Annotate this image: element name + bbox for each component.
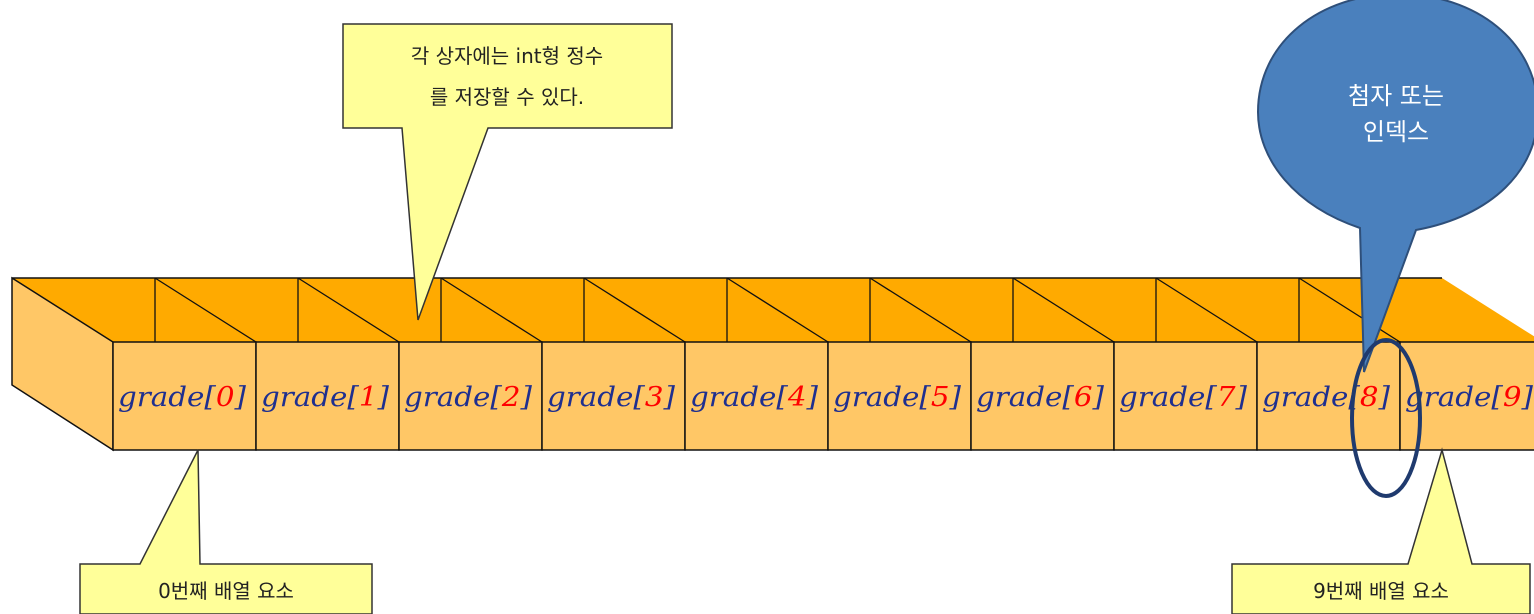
cell-label-open-bracket: [ — [204, 382, 216, 413]
cell-label-open-bracket: [ — [919, 382, 931, 413]
array-cell-label-2: grade[2] — [404, 382, 532, 413]
box-divider-diagonal — [726, 277, 829, 343]
array-cell-6 — [970, 341, 1115, 451]
box-back-strip — [12, 278, 1534, 342]
cell-label-name: grade — [547, 382, 633, 413]
callout-top-shape — [342, 23, 673, 321]
cell-label-close-bracket: ] — [1520, 382, 1533, 413]
array-cell-label-4: grade[4] — [690, 382, 818, 413]
cell-label-name: grade — [690, 382, 776, 413]
callout-bottom-right-shape — [1231, 447, 1531, 614]
index-highlight-ellipse — [1350, 338, 1422, 498]
box-divider-diagonal — [440, 277, 543, 343]
array-cell-3 — [541, 341, 686, 451]
callout-bottom-left: 0번째 배열 요소 — [79, 449, 373, 614]
index-bubble-shape — [1256, 0, 1534, 373]
array-cell-label-7: grade[7] — [1119, 382, 1247, 413]
cell-label-index: 0 — [216, 382, 235, 413]
callout-top: 각 상자에는 int형 정수 를 저장할 수 있다. — [342, 23, 673, 321]
cell-label-index: 5 — [931, 382, 950, 413]
array-cell-label-8: grade[8] — [1262, 382, 1390, 413]
cell-label-index: 6 — [1074, 382, 1093, 413]
cell-label-index: 4 — [787, 382, 807, 413]
index-bubble-line2: 인덱스 — [1363, 118, 1429, 146]
cell-label-open-bracket: [ — [490, 382, 502, 413]
array-cell-label-0: grade[0] — [118, 382, 246, 413]
box-divider-diagonal — [297, 277, 400, 343]
cell-label-close-bracket: ] — [1091, 382, 1104, 413]
index-bubble-line1: 첨자 또는 — [1348, 82, 1444, 110]
array-cell-7 — [1113, 341, 1258, 451]
cell-label-close-bracket: ] — [233, 382, 246, 413]
cell-label-index: 8 — [1360, 382, 1379, 413]
cell-label-open-bracket: [ — [1062, 382, 1074, 413]
cell-label-index: 7 — [1217, 382, 1237, 413]
callout-top-line1: 각 상자에는 int형 정수 — [411, 44, 603, 68]
cell-label-open-bracket: [ — [1491, 382, 1503, 413]
cell-label-name: grade — [833, 382, 919, 413]
cell-label-open-bracket: [ — [776, 382, 788, 413]
cell-label-index: 9 — [1503, 382, 1522, 413]
box-divider-diagonal — [1298, 277, 1401, 343]
cell-label-close-bracket: ] — [1377, 382, 1390, 413]
box-divider-diagonal — [869, 277, 972, 343]
callout-bottom-left-shape — [79, 449, 373, 614]
array-cell-2 — [398, 341, 543, 451]
cell-label-open-bracket: [ — [1205, 382, 1217, 413]
box-divider-diagonal — [1155, 277, 1258, 343]
array-cell-9 — [1399, 341, 1534, 451]
callout-bottom-left-text: 0번째 배열 요소 — [158, 579, 294, 603]
array-cell-label-9: grade[9] — [1405, 382, 1533, 413]
cell-label-close-bracket: ] — [948, 382, 961, 413]
cell-label-close-bracket: ] — [805, 382, 818, 413]
cell-label-name: grade — [261, 382, 347, 413]
array-boxes: grade[0]grade[1]grade[2]grade[3]grade[4]… — [11, 276, 1534, 452]
array-cell-label-6: grade[6] — [976, 382, 1104, 413]
box-divider-diagonal — [1012, 277, 1115, 343]
cell-label-name: grade — [976, 382, 1062, 413]
cell-label-name: grade — [118, 382, 204, 413]
cell-label-close-bracket: ] — [1234, 382, 1247, 413]
cell-label-name: grade — [1262, 382, 1348, 413]
box-divider-diagonal — [154, 277, 257, 343]
cell-label-index: 1 — [359, 382, 378, 413]
array-cell-5 — [827, 341, 972, 451]
cell-label-open-bracket: [ — [347, 382, 359, 413]
cell-label-close-bracket: ] — [376, 382, 389, 413]
array-cell-label-5: grade[5] — [833, 382, 961, 413]
cell-label-index: 2 — [501, 382, 521, 413]
cell-label-index: 3 — [645, 382, 664, 413]
array-cell-8 — [1256, 341, 1401, 451]
index-bubble: 첨자 또는 인덱스 — [1256, 0, 1534, 373]
array-cell-label-1: grade[1] — [261, 382, 389, 413]
array-cell-0 — [112, 341, 257, 451]
cell-label-name: grade — [1119, 382, 1205, 413]
cell-label-open-bracket: [ — [633, 382, 645, 413]
array-cell-label-3: grade[3] — [547, 382, 675, 413]
box-divider-diagonal — [583, 277, 686, 343]
cell-label-name: grade — [404, 382, 490, 413]
callout-bottom-right: 9번째 배열 요소 — [1231, 447, 1531, 614]
array-cell-4 — [684, 341, 829, 451]
callout-bottom-right-text: 9번째 배열 요소 — [1313, 579, 1449, 603]
callout-top-line2: 를 저장할 수 있다. — [430, 85, 584, 109]
cell-label-close-bracket: ] — [662, 382, 675, 413]
cell-label-close-bracket: ] — [519, 382, 532, 413]
